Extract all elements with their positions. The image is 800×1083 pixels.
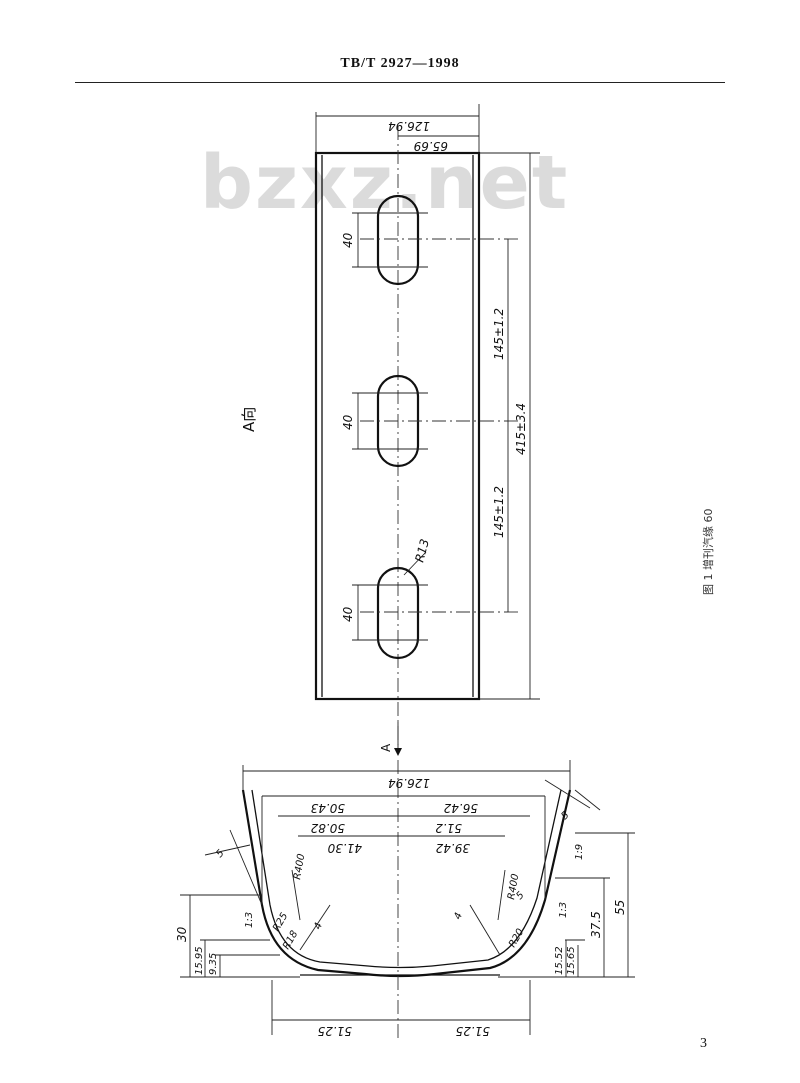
slot-radius-text: R13 [412,537,432,563]
total-length-text: 415±3.4 [514,403,528,455]
right-15a-text: 15.52 [554,946,565,975]
right-top-leader [574,789,601,811]
left-taper-leader [229,829,263,906]
slot-2-length-text: 40 [341,414,355,430]
slot-1-length-text: 40 [341,232,355,248]
dim-right-51-text: 51.2 [435,821,462,835]
angle-top-text: 5 [559,810,571,822]
taper-left-text: 1:3 [244,912,255,928]
profile-outer [241,789,572,978]
pitch-2-text: 145±1.2 [492,486,506,538]
left-thickness-leader [299,904,331,951]
slot-3 [376,566,420,660]
section-marker [394,722,402,756]
dim-right-56-text: 56.42 [444,801,478,815]
top-width-text: 126.94 [388,119,430,133]
r25-text: R25 [271,911,290,934]
angle-left-text: 5 [214,848,226,860]
dim-right-39-text: 39.42 [436,841,470,855]
top-view [314,104,540,745]
section-view [180,760,635,1040]
left-15-text: 15.95 [194,946,205,975]
dim-left-50-text: 50.43 [311,801,345,815]
page-number: 3 [700,1036,707,1051]
r400-left-text: R400 [292,853,307,881]
slot-3-length-text: 40 [341,606,355,622]
watermark: bzxz.net [200,140,570,226]
taper-right-text: 1:3 [558,902,569,918]
thickness-left-text: 4 [312,921,325,931]
top-half-width-text: 65.69 [414,139,448,153]
section-width-text: 126.94 [388,776,430,790]
slot-1 [376,194,420,286]
r400-left-leader [291,869,301,921]
r13-leader [403,551,427,576]
profile-inner [251,789,562,969]
left-9-text: 9.35 [208,953,219,975]
header-rule [75,82,725,83]
right-angle-leader [544,779,591,809]
section-marker-text: A [379,743,393,752]
r400-right-leader [497,869,506,921]
dim-left-50b-text: 50.82 [311,821,345,835]
pitch-1-text: 145±1.2 [492,308,506,360]
right-thickness-leader [469,904,501,956]
right-15b-text: 15.65 [566,946,577,975]
height-mid-text: 37.5 [589,911,603,938]
bottom-right-text: 51.25 [456,1024,490,1038]
r18-text: R18 [281,929,300,952]
section-marker-arrowhead [394,748,402,756]
r400-right-text: R400 [506,873,521,901]
height-total-text: 55 [613,900,627,915]
dim-left-41-text: 41.30 [327,841,362,855]
bottom-left-text: 51.25 [318,1024,352,1038]
standard-code-header: TB/T 2927—1998 [340,56,460,71]
left-angle-leader [204,844,251,856]
plate-outline [314,151,481,701]
thickness-right-text: 4 [452,911,465,921]
taper-right-top-text: 1:9 [574,844,585,860]
height-left-text: 30 [175,926,189,942]
